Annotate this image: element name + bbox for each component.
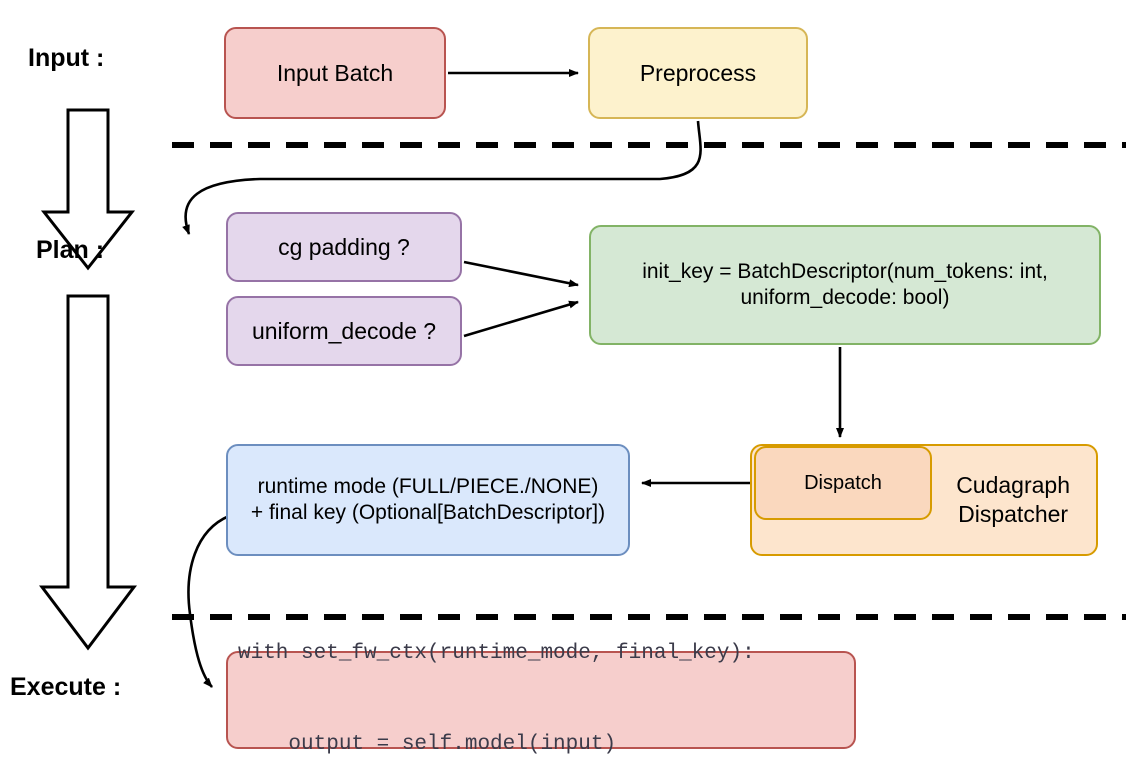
edge-uniform-decode-to-init-key	[463, 300, 579, 338]
stage-label-input: Input :	[28, 44, 105, 72]
edge-cg-padding-to-init-key	[463, 260, 579, 288]
node-init-key-line-2: uniform_decode: bool)	[740, 286, 950, 309]
node-runtime-mode-line-1: runtime mode (FULL/PIECE./NONE)	[257, 474, 599, 498]
node-exec-code-line-2: output = self.model(input)	[238, 733, 617, 757]
stage-label-execute: Execute :	[10, 673, 122, 701]
node-runtime-mode[interactable]: runtime mode (FULL/PIECE./NONE) + final …	[226, 444, 630, 556]
edge-runtime-mode-to-exec-code	[187, 514, 230, 688]
node-runtime-mode-line-2: + final key (Optional[BatchDescriptor])	[250, 501, 606, 524]
node-cg-padding[interactable]: cg padding ?	[226, 212, 462, 282]
stage-flow-arrow-plan-to-execute	[38, 294, 138, 651]
node-init-key[interactable]: init_key = BatchDescriptor(num_tokens: i…	[589, 225, 1101, 345]
node-cudagraph-dispatcher-line-1: Cudagraph	[956, 472, 1070, 499]
node-uniform-decode[interactable]: uniform_decode ?	[226, 296, 462, 366]
node-cudagraph-dispatcher-line-2: Dispatcher	[958, 501, 1069, 527]
node-preprocess[interactable]: Preprocess	[588, 27, 808, 119]
stage-label-plan: Plan :	[36, 236, 105, 264]
node-exec-code-line-1: with set_fw_ctx(runtime_mode, final_key)…	[238, 642, 755, 666]
node-dispatch[interactable]: Dispatch	[754, 446, 932, 520]
node-init-key-line-1: init_key = BatchDescriptor(num_tokens: i…	[642, 259, 1048, 283]
node-exec-code[interactable]: with set_fw_ctx(runtime_mode, final_key)…	[226, 642, 856, 756]
node-input-batch[interactable]: Input Batch	[224, 27, 446, 119]
